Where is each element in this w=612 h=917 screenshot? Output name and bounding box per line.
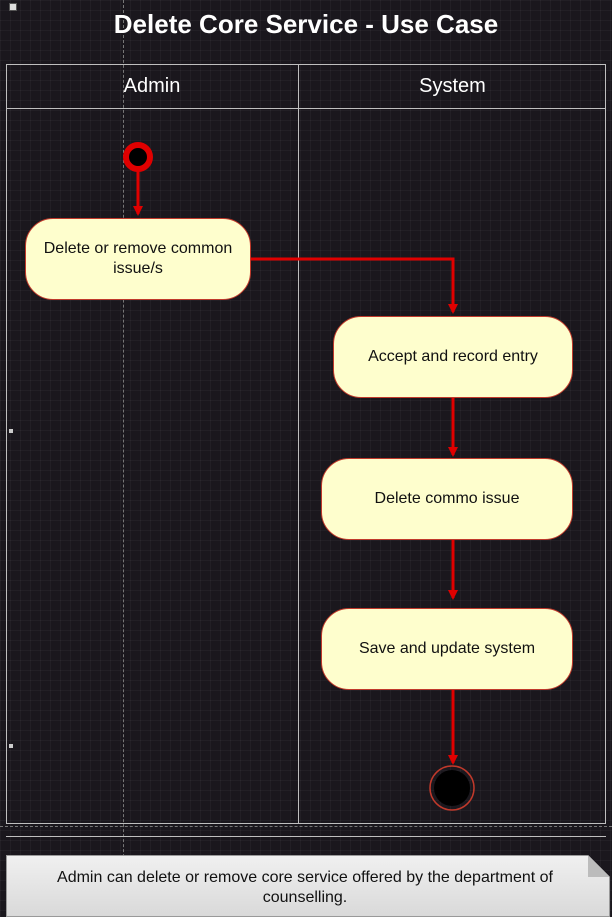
swimlane-bottom-border [6,836,606,837]
diagram-title: Delete Core Service - Use Case [113,9,499,39]
swimlane-header-divider [6,108,606,109]
lane-label-system: System [419,75,486,97]
swimlane-frame[interactable] [6,64,606,824]
swimlane-divider [298,64,299,824]
frame-handle-icon-left-low[interactable] [9,744,13,748]
lane-label-admin: Admin [123,75,181,97]
note-text: Admin can delete or remove core service … [57,869,553,906]
action-delete-common-issue[interactable]: Delete or remove common issue/s [25,218,251,300]
frame-handle-icon[interactable] [9,3,17,11]
vertical-guide-line [123,0,124,917]
action-delete-commo-issue[interactable]: Delete commo issue [321,458,573,540]
frame-handle-icon-left-mid[interactable] [9,429,13,433]
action-accept-record-entry[interactable]: Accept and record entry [333,316,573,398]
note-folded-corner [588,855,610,877]
horizontal-guide-line [0,826,612,827]
action-save-update-system[interactable]: Save and update system [321,608,573,690]
